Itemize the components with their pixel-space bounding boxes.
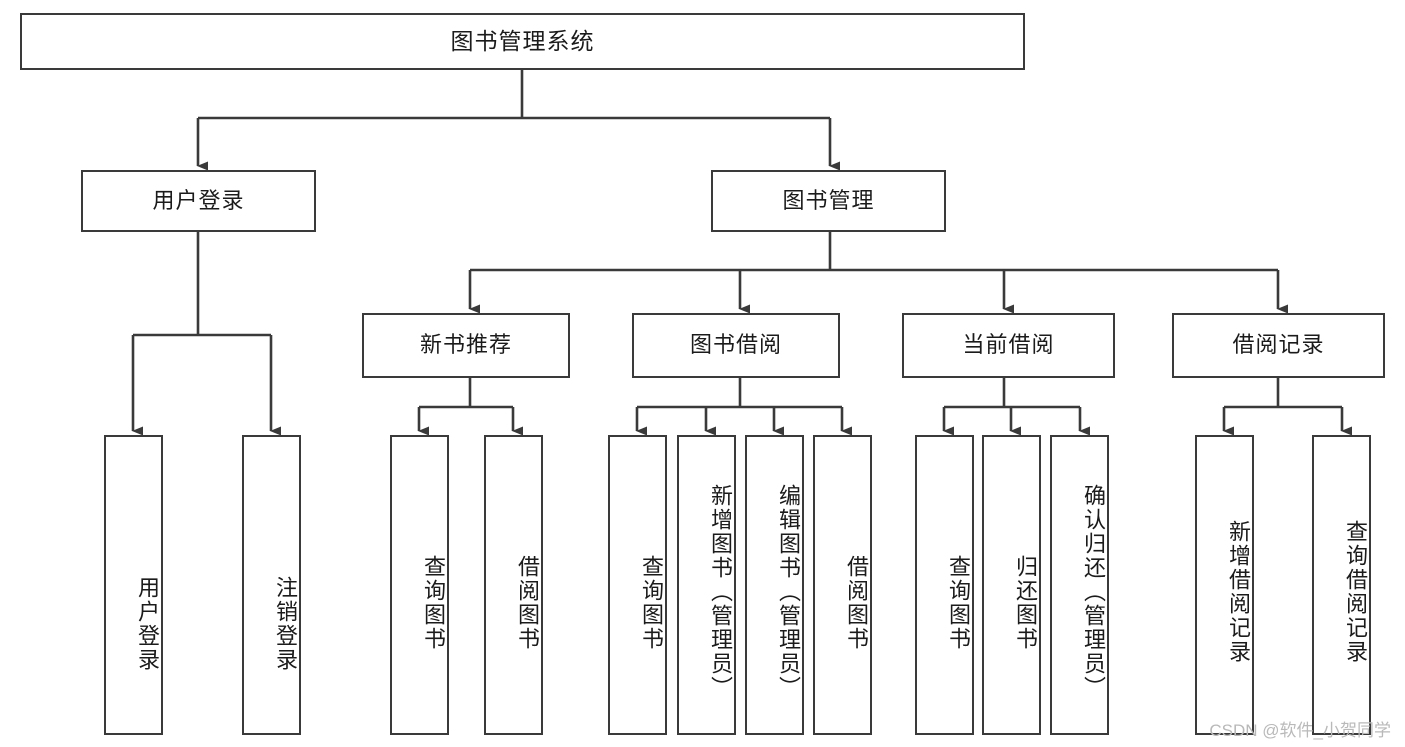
- node-new-book-recommend[interactable]: 新书推荐: [362, 313, 570, 378]
- node-label: 当前借阅: [962, 332, 1055, 358]
- node-label: 查询图书: [421, 555, 446, 651]
- node-label: 注销登录: [273, 576, 298, 672]
- node-leaf-return-book[interactable]: 归还图书: [982, 435, 1041, 735]
- node-label: 借阅记录: [1232, 332, 1325, 358]
- node-book-management[interactable]: 图书管理: [711, 170, 946, 232]
- node-borrow-record[interactable]: 借阅记录: [1172, 313, 1385, 378]
- node-label: 新增借阅记录: [1226, 520, 1251, 664]
- node-label: 用户登录: [152, 187, 245, 213]
- node-user-login[interactable]: 用户登录: [81, 170, 316, 232]
- node-label: 编辑图书（管理员）: [776, 484, 801, 700]
- watermark-text: CSDN @软件_小贺同学: [1209, 721, 1391, 740]
- node-leaf-add-book[interactable]: 新增图书（管理员）: [677, 435, 736, 735]
- node-label: 用户登录: [135, 576, 160, 672]
- node-leaf-query-borrow-record[interactable]: 查询借阅记录: [1312, 435, 1371, 735]
- node-leaf-user-logout[interactable]: 注销登录: [242, 435, 301, 735]
- node-current-borrow[interactable]: 当前借阅: [902, 313, 1115, 378]
- node-leaf-edit-book[interactable]: 编辑图书（管理员）: [745, 435, 804, 735]
- node-leaf-add-borrow-record[interactable]: 新增借阅记录: [1195, 435, 1254, 735]
- node-leaf-user-login[interactable]: 用户登录: [104, 435, 163, 735]
- node-book-borrow[interactable]: 图书借阅: [632, 313, 840, 378]
- node-leaf-query-book-current[interactable]: 查询图书: [915, 435, 974, 735]
- node-label: 新书推荐: [419, 332, 512, 358]
- node-root-book-management-system[interactable]: 图书管理系统: [20, 13, 1025, 70]
- node-label: 图书管理: [782, 187, 875, 213]
- node-label: 借阅图书: [844, 555, 869, 651]
- node-label: 查询图书: [946, 555, 971, 651]
- node-label: 图书借阅: [689, 332, 782, 358]
- node-label: 查询借阅记录: [1343, 520, 1368, 664]
- node-leaf-query-book-borrow[interactable]: 查询图书: [608, 435, 667, 735]
- node-label: 确认归还（管理员）: [1081, 484, 1106, 700]
- node-leaf-confirm-return[interactable]: 确认归还（管理员）: [1050, 435, 1109, 735]
- node-label: 归还图书: [1013, 555, 1038, 651]
- node-leaf-borrow-book-borrow[interactable]: 借阅图书: [813, 435, 872, 735]
- node-label: 图书管理系统: [450, 27, 595, 54]
- node-leaf-query-book-recommend[interactable]: 查询图书: [390, 435, 449, 735]
- node-label: 新增图书（管理员）: [708, 484, 733, 700]
- node-label: 查询图书: [639, 555, 664, 651]
- node-leaf-borrow-book-recommend[interactable]: 借阅图书: [484, 435, 543, 735]
- node-label: 借阅图书: [515, 555, 540, 651]
